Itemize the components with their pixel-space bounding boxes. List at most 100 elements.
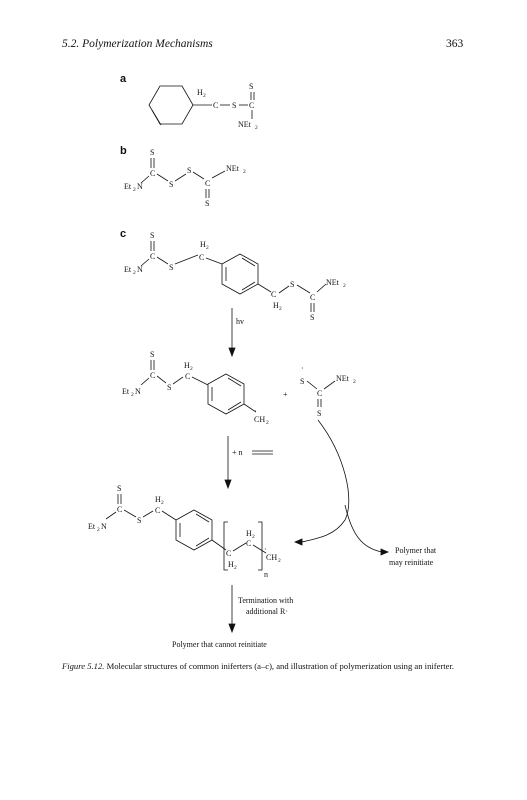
atom-c-c2: C — [199, 253, 204, 262]
arrow-termination: Termination with additional R· — [228, 585, 293, 634]
atom-p-c4: C — [246, 539, 251, 548]
atom-d-net-sub: 2 — [353, 379, 356, 385]
atom-r-c2: C — [185, 372, 190, 381]
atom-p-h-sub: 2 — [161, 500, 164, 506]
hv-label: hv — [236, 317, 244, 326]
atom-c-net: NEt — [326, 278, 340, 287]
radical-dithiocarbamyl: · S C NEt 2 S — [300, 364, 356, 418]
atom-p-h3: H — [228, 560, 234, 569]
atom-p-ch: CH — [266, 553, 277, 562]
arrow-hv: hv — [228, 308, 244, 358]
atom-r-c1: C — [150, 371, 155, 380]
atom-d-c: C — [317, 389, 322, 398]
atom-c-net-sub: 2 — [343, 283, 346, 289]
atom-c-s1: S — [150, 231, 154, 240]
atom-b-c1: C — [150, 169, 155, 178]
atom-c-h3: H — [273, 301, 279, 310]
radical-dot-1: · — [254, 407, 257, 416]
atom-a-s1: S — [232, 101, 236, 110]
atom-a-net: NEt — [238, 120, 252, 129]
atom-r-ch: CH — [254, 415, 265, 424]
reinitiate-label-2: may reinitiate — [389, 558, 434, 567]
termination-label-2: additional R· — [246, 607, 288, 616]
structure-a: H 2 C S C S NEt 2 — [148, 82, 258, 131]
atom-c-s3: S — [290, 280, 294, 289]
atom-d-s2: S — [317, 409, 321, 418]
atom-p-n: N — [101, 522, 107, 531]
label-c: c — [120, 228, 126, 240]
atom-p-c2: C — [155, 506, 160, 515]
atom-r-et2n: Et — [122, 387, 130, 396]
atom-a-h-sub: 2 — [203, 93, 206, 99]
atom-c-c4: C — [310, 293, 315, 302]
atom-c-h-sub: 2 — [206, 245, 209, 251]
atom-p-c1: C — [117, 505, 122, 514]
atom-c-n: N — [137, 265, 143, 274]
atom-p-h3-sub: 2 — [234, 565, 237, 571]
atom-p-et2n-sub: 2 — [97, 527, 100, 533]
atom-b-et2n: Et — [124, 182, 132, 191]
figure-caption-text: Molecular structures of common iniferter… — [106, 661, 455, 671]
atom-b-net-sub: 2 — [243, 169, 246, 175]
radical-dot-3: · — [264, 545, 267, 554]
atom-b-c2: C — [205, 179, 210, 188]
radical-benzyl: S C Et 2 N S H 2 C · CH 2 — [122, 350, 269, 426]
plus-sign: + — [283, 390, 288, 399]
atom-b-n: N — [137, 182, 143, 191]
atom-c-s4: S — [310, 313, 314, 322]
add-monomer-label: + n — [232, 448, 243, 457]
atom-r-ch-sub: 2 — [266, 420, 269, 426]
atom-c-h3-sub: 2 — [279, 306, 282, 312]
atom-p-s1: S — [117, 484, 121, 493]
atom-c-h: H — [200, 240, 206, 249]
atom-b-net: NEt — [226, 164, 240, 173]
reinitiate-label-1: Polymer that — [395, 546, 437, 555]
atom-r-et2n-sub: 2 — [131, 392, 134, 398]
termination-label-1: Termination with — [238, 596, 293, 605]
atom-c-s2: S — [169, 263, 173, 272]
reaction-scheme: a H 2 C S C S NEt 2 b S C Et 2 N S S C N… — [88, 73, 437, 649]
atom-r-h-sub: 2 — [190, 366, 193, 372]
label-a: a — [120, 73, 127, 85]
curved-arrows — [293, 419, 390, 556]
no-reinitiate-label: Polymer that cannot reinitiate — [172, 640, 267, 649]
atom-p-ch-sub: 2 — [278, 558, 281, 564]
atom-r-s2: S — [167, 383, 171, 392]
atom-b-s1: S — [150, 148, 154, 157]
running-header: 5.2. Polymerization Mechanisms — [62, 38, 213, 50]
page-number: 363 — [446, 38, 464, 50]
atom-r-s1: S — [150, 350, 154, 359]
atom-d-net: NEt — [336, 374, 350, 383]
figure-caption: Figure 5.12. Molecular structures of com… — [62, 660, 472, 672]
atom-c-et2n: Et — [124, 265, 132, 274]
atom-p-h4-sub: 2 — [252, 534, 255, 540]
atom-c-et2n-sub: 2 — [133, 270, 136, 276]
atom-b-et2n-sub: 2 — [133, 187, 136, 193]
atom-r-n: N — [135, 387, 141, 396]
arrow-monomer: + n — [224, 436, 273, 490]
atom-r-h: H — [184, 361, 190, 370]
atom-a-net-sub: 2 — [255, 125, 258, 131]
structure-c: S C Et 2 N S H 2 C C H 2 S C NEt 2 S — [124, 231, 346, 322]
atom-a-s2: S — [249, 82, 253, 91]
atom-p-h4: H — [246, 529, 252, 538]
atom-p-et2n: Et — [88, 522, 96, 531]
polymer-structure: S C Et 2 N S H 2 C C H 2 H 2 C n · CH 2 — [88, 484, 281, 579]
atom-p-c3: C — [226, 549, 231, 558]
atom-p-h: H — [155, 495, 161, 504]
structure-b: S C Et 2 N S S C NEt 2 S — [124, 148, 246, 208]
repeat-n: n — [264, 570, 268, 579]
radical-dot-2: · — [301, 364, 304, 373]
atom-a-c2: C — [249, 101, 254, 110]
atom-a-h: H — [197, 88, 203, 97]
atom-a-c1: C — [213, 101, 218, 110]
atom-c-c1: C — [150, 252, 155, 261]
atom-b-s4: S — [205, 199, 209, 208]
atom-p-s2: S — [137, 516, 141, 525]
figure-number: Figure 5.12. — [62, 661, 105, 671]
atom-b-s2: S — [169, 180, 173, 189]
atom-c-c3: C — [271, 290, 276, 299]
atom-d-s1: S — [300, 377, 304, 386]
atom-b-s3: S — [187, 166, 191, 175]
label-b: b — [120, 145, 127, 157]
